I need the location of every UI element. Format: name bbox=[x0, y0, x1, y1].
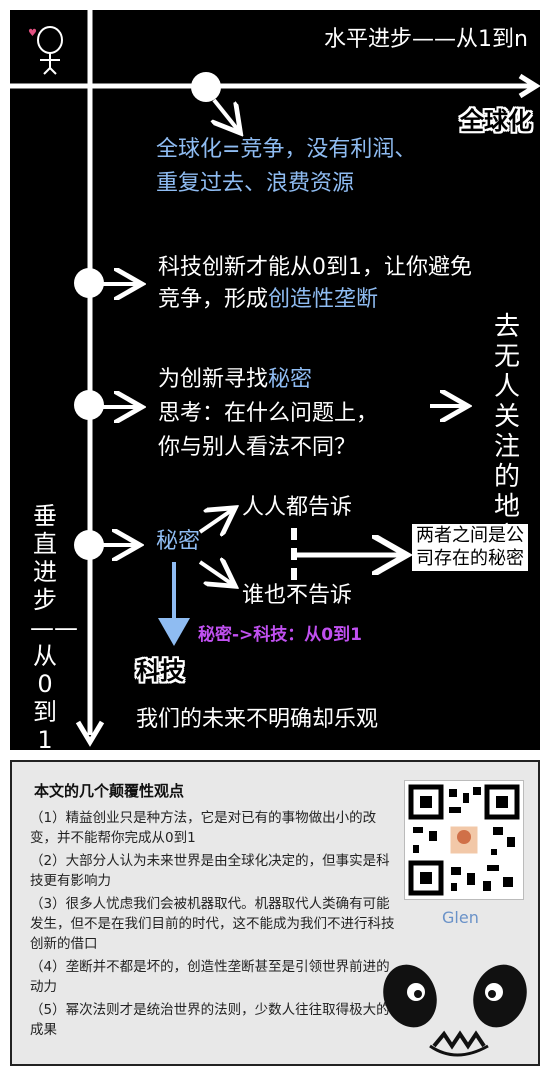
list-item: （5）幂次法则才是统治世界的法则，少数人往往取得极大的成果 bbox=[30, 1002, 390, 1038]
summary-panel: 本文的几个颠覆性观点 （1）精益创业只是种方法，它是对已有的事物做出小的改变，并… bbox=[10, 760, 540, 1066]
secret-highlight: 秘密 bbox=[268, 367, 313, 392]
node-secret-word bbox=[74, 530, 104, 560]
secret-line-1: 为创新寻找秘密 bbox=[158, 366, 312, 395]
arrow-everyone bbox=[198, 510, 232, 532]
diagram-panel: ♥ 水平进步——从1到n 全球化 全球化=竞争，没有利润、 重复过去、浪费资源 … bbox=[10, 10, 540, 750]
list-item: （4）垄断并不都是坏的，创造性垄断甚至是引领世界前进的动力 bbox=[30, 959, 390, 995]
tech-label: 科技 bbox=[136, 657, 184, 685]
globalization-label: 全球化 bbox=[460, 107, 532, 135]
doodle-figure-icon bbox=[37, 26, 63, 75]
secret-line-2: 思考：在什么问题上， bbox=[158, 401, 379, 426]
secret-word: 秘密 bbox=[156, 529, 201, 554]
arrow-globalization bbox=[214, 98, 238, 130]
qr-code-icon bbox=[404, 780, 524, 900]
innovation-line-2: 竞争，形成创造性垄断 bbox=[158, 286, 378, 315]
panda-face-icon bbox=[383, 964, 527, 1057]
between-box: 两者之间是公 司存在的秘密 bbox=[412, 524, 528, 571]
panel-title: 本文的几个颠覆性观点 bbox=[34, 782, 185, 800]
horizontal-title: 水平进步——从1到n bbox=[324, 27, 528, 52]
diagram-lines: ♥ bbox=[10, 10, 540, 747]
svg-text:♥: ♥ bbox=[28, 28, 37, 39]
secret-to-tech: 秘密->科技：从0到1 bbox=[198, 625, 362, 645]
creative-monopoly: 创造性垄断 bbox=[268, 287, 379, 312]
vertical-title: 垂直进步——从0到1 bbox=[30, 502, 78, 750]
arrow-nobody bbox=[198, 562, 232, 584]
innovation-text: 竞争，形成 bbox=[158, 287, 269, 312]
author-name: Glen bbox=[442, 908, 479, 927]
secret-line-3: 你与别人看法不同？ bbox=[158, 435, 357, 460]
points-list: （1）精益创业只是种方法，它是对已有的事物做出小的改变，并不能帮你完成从0到1 … bbox=[30, 808, 402, 1043]
list-item: （3）很多人忧虑我们会被机器取代。机器取代人类确有可能发生，但不是在我们目前的时… bbox=[30, 896, 395, 952]
between-line-2: 司存在的秘密 bbox=[416, 548, 524, 570]
node-innovation bbox=[74, 268, 104, 298]
node-globalization bbox=[191, 72, 221, 102]
globalization-note-2: 重复过去、浪费资源 bbox=[156, 171, 355, 196]
future-text: 我们的未来不明确却乐观 bbox=[136, 707, 379, 732]
innovation-line-1: 科技创新才能从0到1，让你避免 bbox=[158, 255, 472, 280]
everyone-tells: 人人都告诉 bbox=[242, 495, 353, 520]
secret-text: 为创新寻找 bbox=[158, 367, 269, 392]
node-secret bbox=[74, 390, 104, 420]
go-where-vertical: 去无人关注的地方 bbox=[493, 312, 520, 552]
list-item: （2）大部分人认为未来世界是由全球化决定的，但事实是科技更有影响力 bbox=[30, 853, 390, 889]
globalization-note-1: 全球化=竞争，没有利润、 bbox=[156, 137, 417, 162]
nobody-tells: 谁也不告诉 bbox=[242, 583, 353, 608]
list-item: （1）精益创业只是种方法，它是对已有的事物做出小的改变，并不能帮你完成从0到1 bbox=[30, 810, 377, 846]
between-line-1: 两者之间是公 bbox=[416, 525, 524, 546]
